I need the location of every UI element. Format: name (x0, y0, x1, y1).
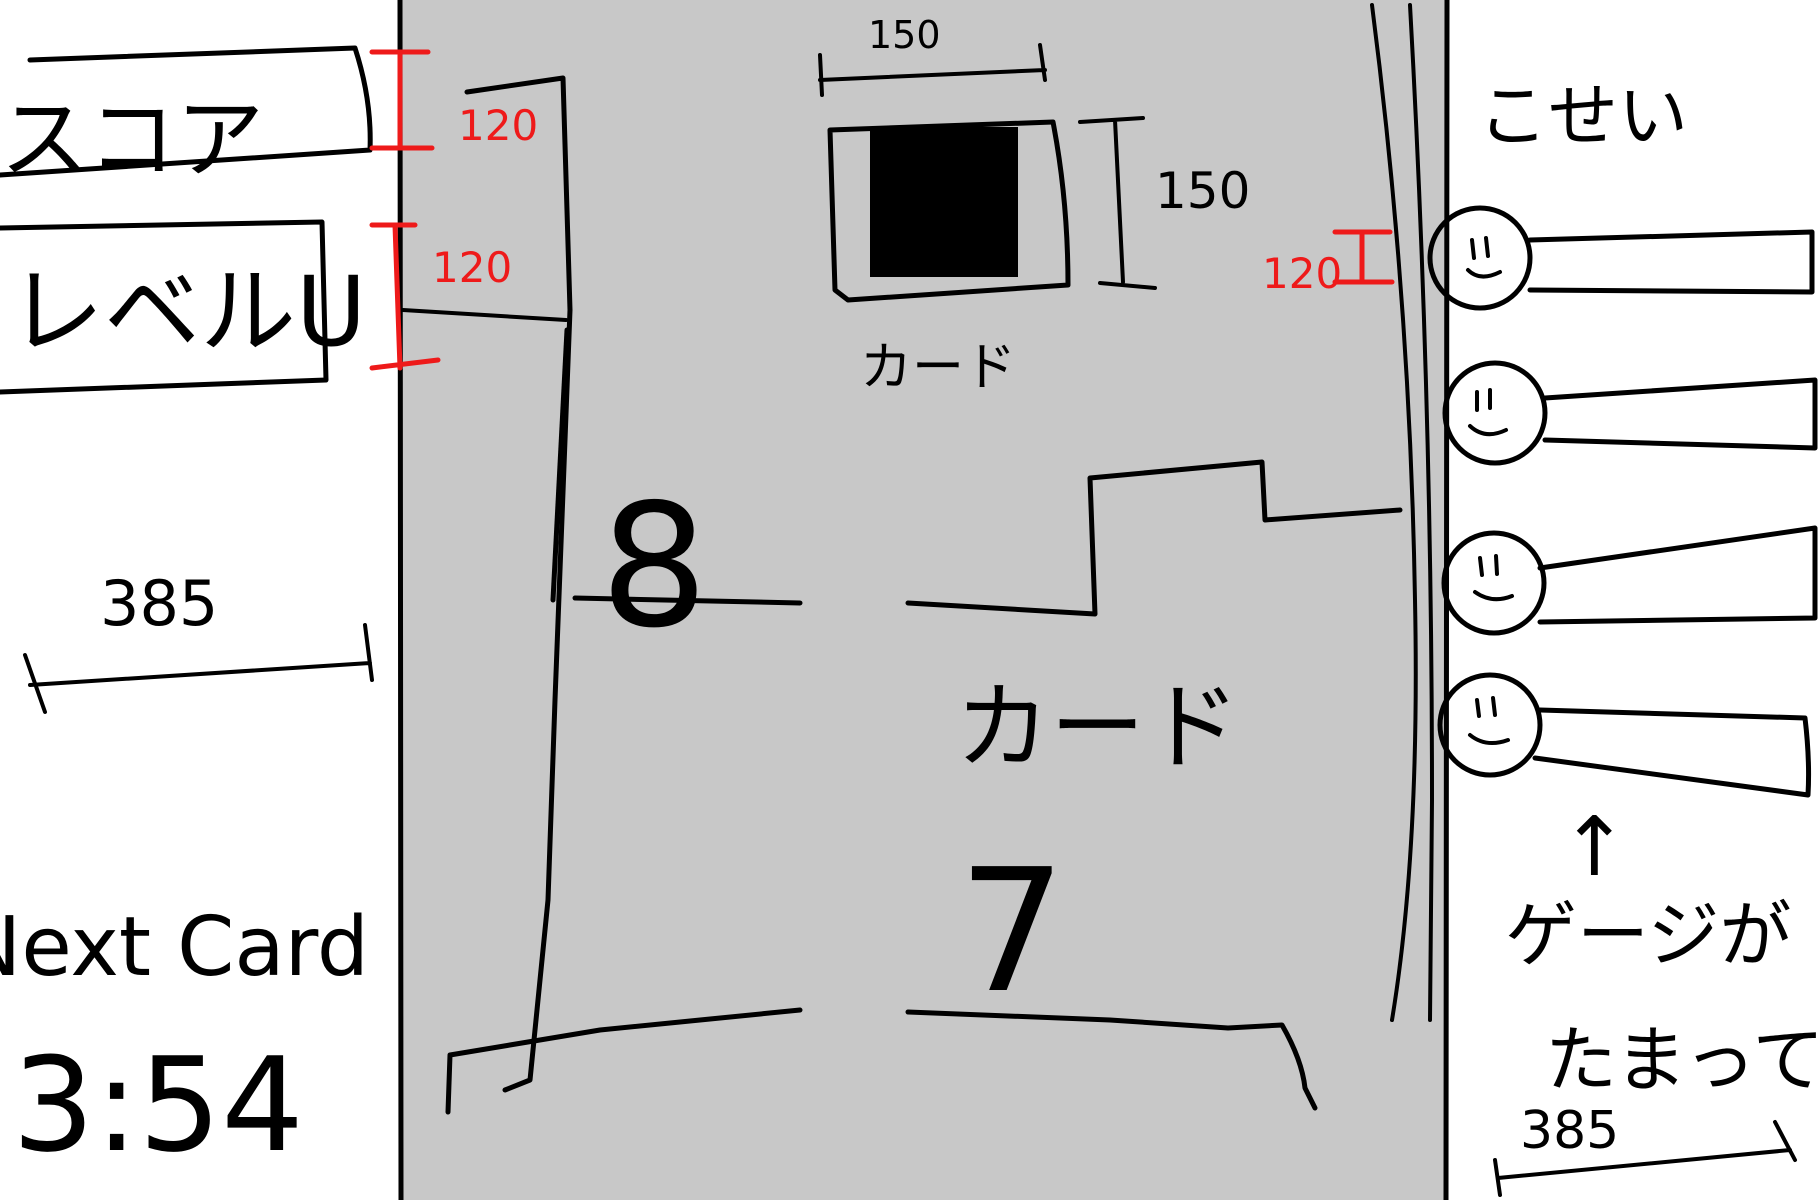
level-height-label: 120 (432, 243, 512, 292)
board-left-edge (397, 0, 404, 1200)
left-panel: スコア レベルU 385 Next Card 3:54 (0, 45, 374, 1181)
gauge-height-label: 120 (1262, 249, 1342, 298)
gauge-bar (1537, 525, 1818, 625)
card-width-label: 150 (868, 13, 941, 57)
right-width-dimension (1493, 1120, 1797, 1197)
field-line-bottom-right (905, 1009, 1318, 1111)
right-panel-title: こせい (1478, 75, 1688, 157)
card-caption: カード (860, 338, 1016, 398)
smiley-face-icon (1427, 205, 1533, 311)
gauge-bar (1532, 707, 1812, 798)
number-8: 8 (600, 468, 708, 666)
smiley-features (1468, 388, 1508, 437)
card-width-dimension (818, 43, 1047, 97)
card-black (870, 127, 1018, 277)
card-height-label: 150 (1155, 162, 1250, 220)
left-width-label: 385 (100, 567, 218, 640)
playfield-left-wall (464, 75, 573, 1093)
gauge-bar (1527, 229, 1815, 295)
score-label: スコア (0, 88, 264, 191)
gauge-bar (1542, 377, 1818, 451)
level-box (0, 219, 329, 395)
note-line-1: ゲージが (1505, 893, 1792, 977)
gauge-item (1427, 205, 1815, 311)
playfield-left-wall-inner (550, 327, 570, 603)
card-height-dimension (1078, 116, 1157, 290)
level-label: レベルU (8, 256, 366, 368)
timer-display: 3:54 (12, 1029, 304, 1181)
gauge-height-marker (1332, 229, 1395, 285)
smiley-face-icon (1437, 672, 1543, 778)
gauge-item (1442, 360, 1818, 466)
number-7: 7 (958, 833, 1066, 1031)
field-line-right (905, 459, 1403, 617)
board-right-inner-edge (1370, 3, 1418, 1022)
note-arrow: ↑ (1560, 800, 1629, 895)
game-board: 8 7 カード カード 150 150 (397, 0, 1450, 1200)
score-height-marker (369, 49, 435, 151)
right-panel: こせい ↑ ゲージが たまってく 385 (1427, 75, 1820, 1197)
left-width-dimension (23, 623, 374, 714)
next-card-label: Next Card (0, 900, 369, 995)
level-height-marker (369, 222, 441, 371)
board-card-label: カード (955, 673, 1240, 783)
board-right-inner-edge-2 (1408, 3, 1434, 1022)
score-height-label: 120 (458, 101, 538, 150)
height-dimensions: 120 120 120 (369, 49, 1395, 371)
smiley-face-icon (1441, 530, 1547, 636)
smiley-features (1466, 236, 1502, 279)
note-line-2: たまってく (1545, 1018, 1820, 1102)
gauge-item (1437, 672, 1812, 798)
score-box (0, 45, 373, 178)
gauge-item (1441, 525, 1818, 636)
smiley-features (1468, 696, 1510, 746)
smiley-face-icon (1442, 360, 1548, 466)
card-frame (827, 119, 1071, 303)
smiley-features (1473, 554, 1514, 602)
playfield-top-divider (401, 308, 568, 322)
right-width-label: 385 (1520, 1101, 1619, 1161)
field-line-bottom-left (445, 1007, 803, 1115)
field-line-left (572, 595, 803, 606)
